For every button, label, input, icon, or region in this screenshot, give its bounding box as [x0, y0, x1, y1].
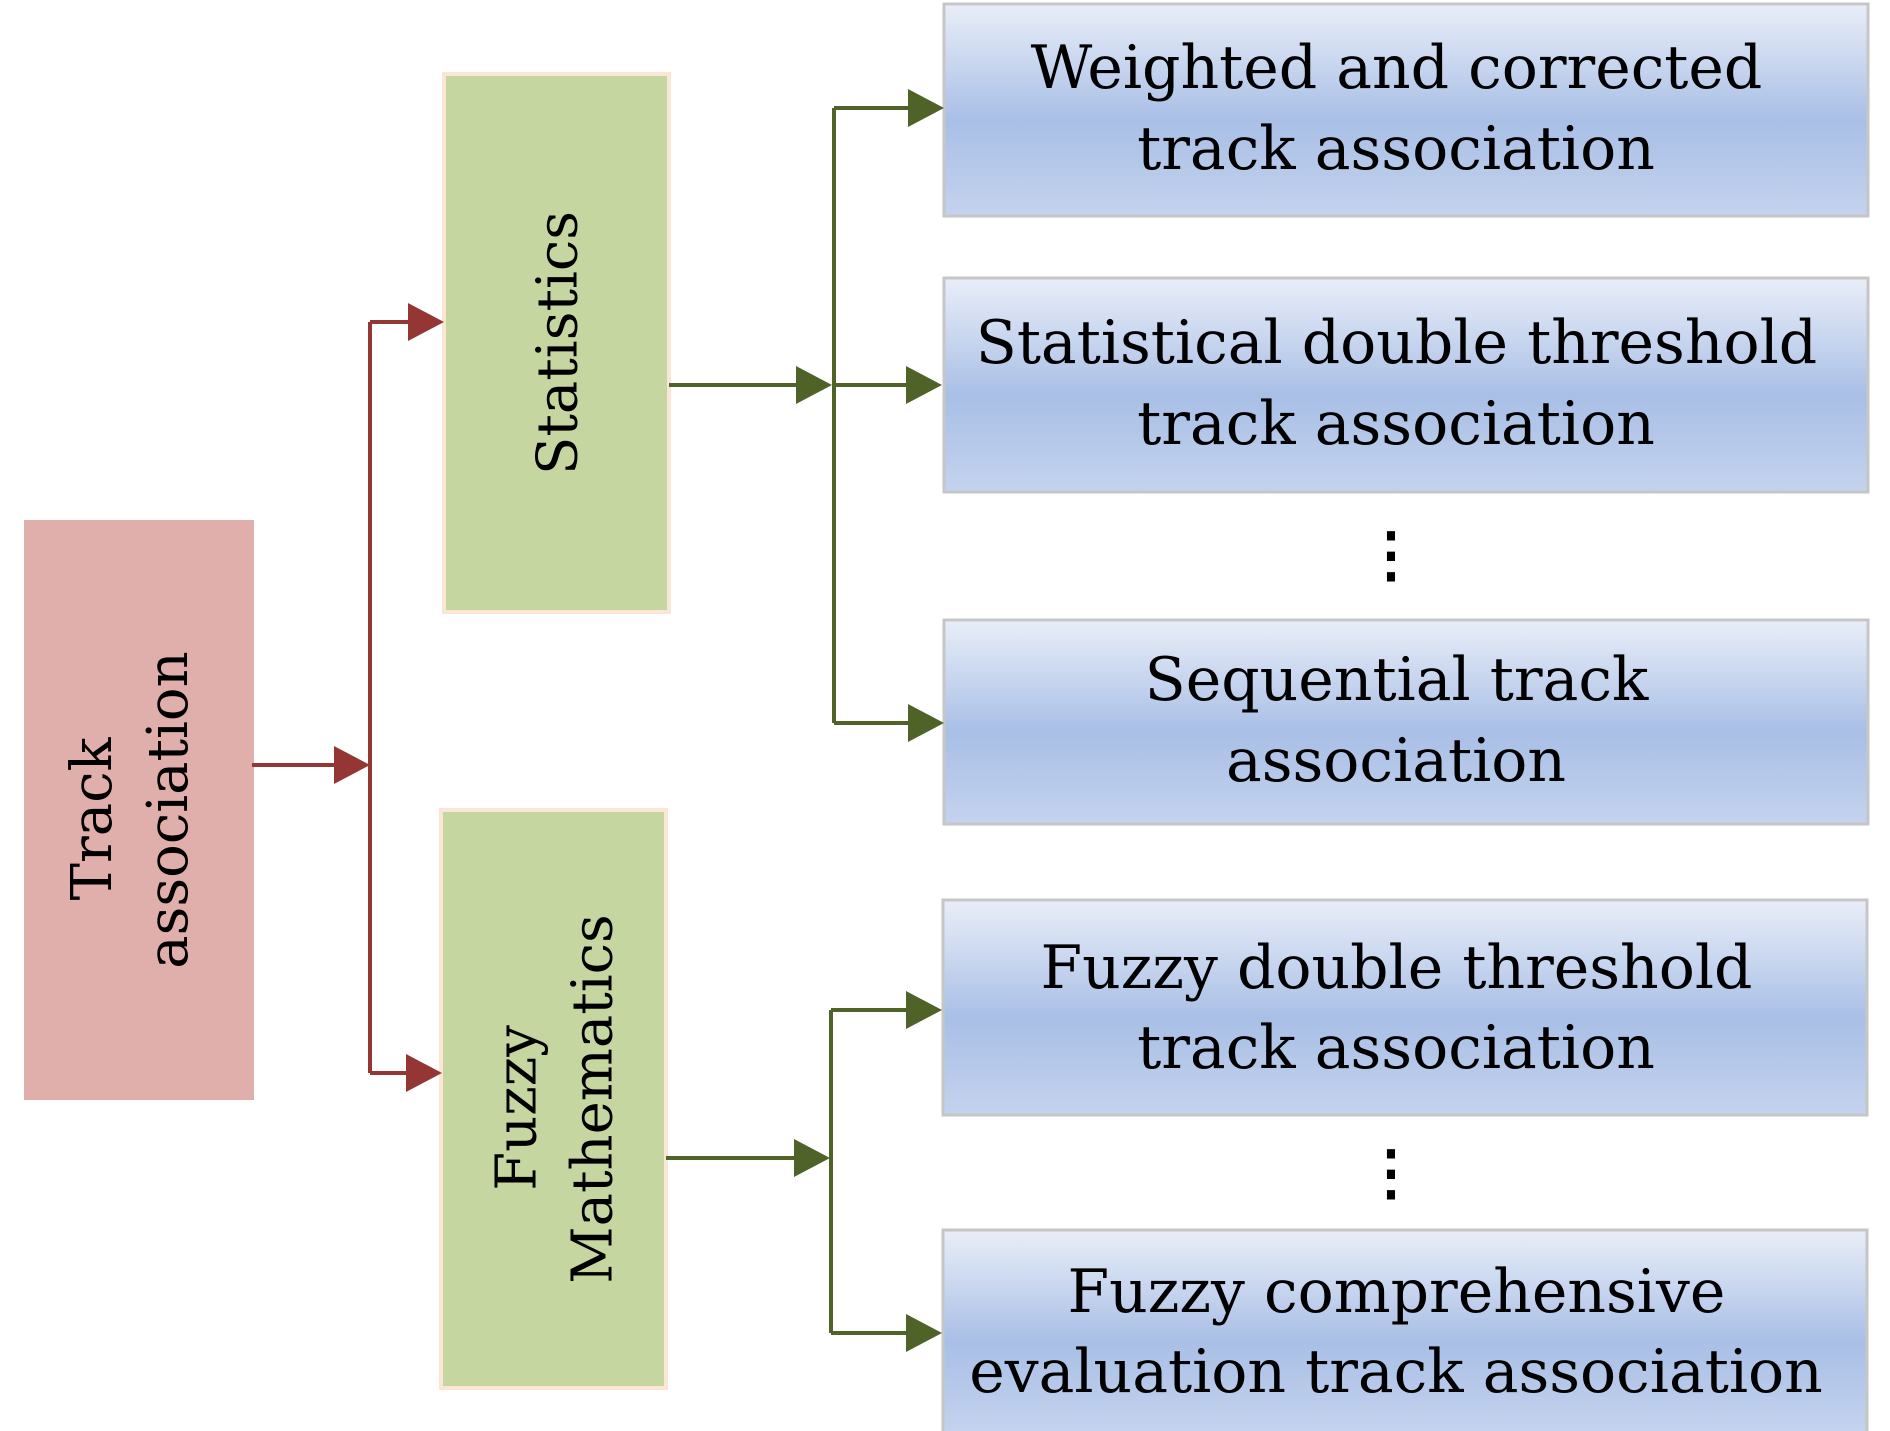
leaf-3-line-1: Sequential track	[1145, 645, 1649, 715]
leaf-2-line-1: Statistical double threshold	[976, 308, 1817, 378]
arrowhead-statistics-junction	[796, 366, 832, 404]
svg-text:Sequential track associa: Sequential track association	[1145, 645, 1668, 796]
arrowhead-to-leaf-1	[908, 89, 944, 127]
category-statistics: Statistics	[442, 72, 671, 614]
green-arrowheads-statistics	[796, 89, 944, 742]
svg-text:Statistics: Statistics	[526, 211, 591, 475]
leaf-5-line-2: evaluation track association	[969, 1337, 1823, 1407]
category-statistics-label: Statistics	[526, 211, 591, 475]
svg-text:Fuzzy comprehensive eval: Fuzzy comprehensive evaluation track ass…	[969, 1257, 1823, 1407]
red-arrowheads	[334, 303, 444, 1092]
leaf-5-line-1: Fuzzy comprehensive	[1068, 1257, 1726, 1327]
category-fuzzy-mathematics: Fuzzy Mathematics	[439, 808, 668, 1390]
leaf-fuzzy-comprehensive: Fuzzy comprehensive evaluation track ass…	[941, 1228, 1869, 1431]
arrowhead-fuzzy-junction	[794, 1139, 830, 1177]
red-connectors	[252, 320, 412, 1075]
leaf-statistical-double-threshold: Statistical double threshold track assoc…	[942, 276, 1870, 494]
leaf-1-line-1: Weighted and corrected	[1031, 33, 1763, 103]
arrowhead-root	[334, 746, 370, 784]
leaf-4-line-2: track association	[1137, 1013, 1655, 1083]
root-node: Track association	[24, 520, 254, 1100]
arrowhead-to-leaf-3	[908, 704, 944, 742]
arrowhead-to-fuzzy	[406, 1054, 442, 1092]
leaf-fuzzy-double-threshold: Fuzzy double threshold track association	[941, 898, 1869, 1117]
category-fuzzy-label-line-2: Mathematics	[561, 914, 626, 1283]
svg-text:Track association: Track association	[60, 651, 201, 968]
leaf-2-line-2: track association	[1137, 389, 1655, 459]
leaf-weighted-corrected: Weighted and corrected track association	[942, 2, 1870, 218]
green-connectors-statistics	[669, 106, 910, 725]
root-label-line-1: Track	[60, 736, 125, 900]
green-connectors-fuzzy	[666, 1008, 908, 1335]
svg-text:Fuzzy Mathematics: Fuzzy Mathematics	[485, 914, 626, 1283]
svg-text:Fuzzy double threshold t: Fuzzy double threshold track association	[1041, 933, 1772, 1083]
leaf-4-line-1: Fuzzy double threshold	[1041, 933, 1753, 1003]
svg-text:Weighted and corrected t: Weighted and corrected track association	[1031, 33, 1782, 184]
ellipsis-fuzzy: ⋮	[1361, 1138, 1421, 1208]
ellipsis-statistics: ⋮	[1361, 520, 1421, 590]
leaf-sequential: Sequential track association	[942, 618, 1870, 826]
arrowhead-to-leaf-2	[906, 366, 942, 404]
arrowhead-to-leaf-5	[906, 1314, 942, 1352]
category-fuzzy-label-line-1: Fuzzy	[485, 1025, 550, 1191]
leaf-3-line-2: association	[1226, 726, 1566, 796]
svg-text:Statistical double threshold: Statistical double threshold track assoc…	[976, 308, 1837, 459]
arrowhead-to-leaf-4	[906, 991, 942, 1029]
leaf-1-line-2: track association	[1137, 114, 1655, 184]
green-arrowheads-fuzzy	[794, 991, 942, 1352]
arrowhead-to-statistics	[408, 303, 444, 341]
root-label-line-2: association	[136, 651, 201, 968]
